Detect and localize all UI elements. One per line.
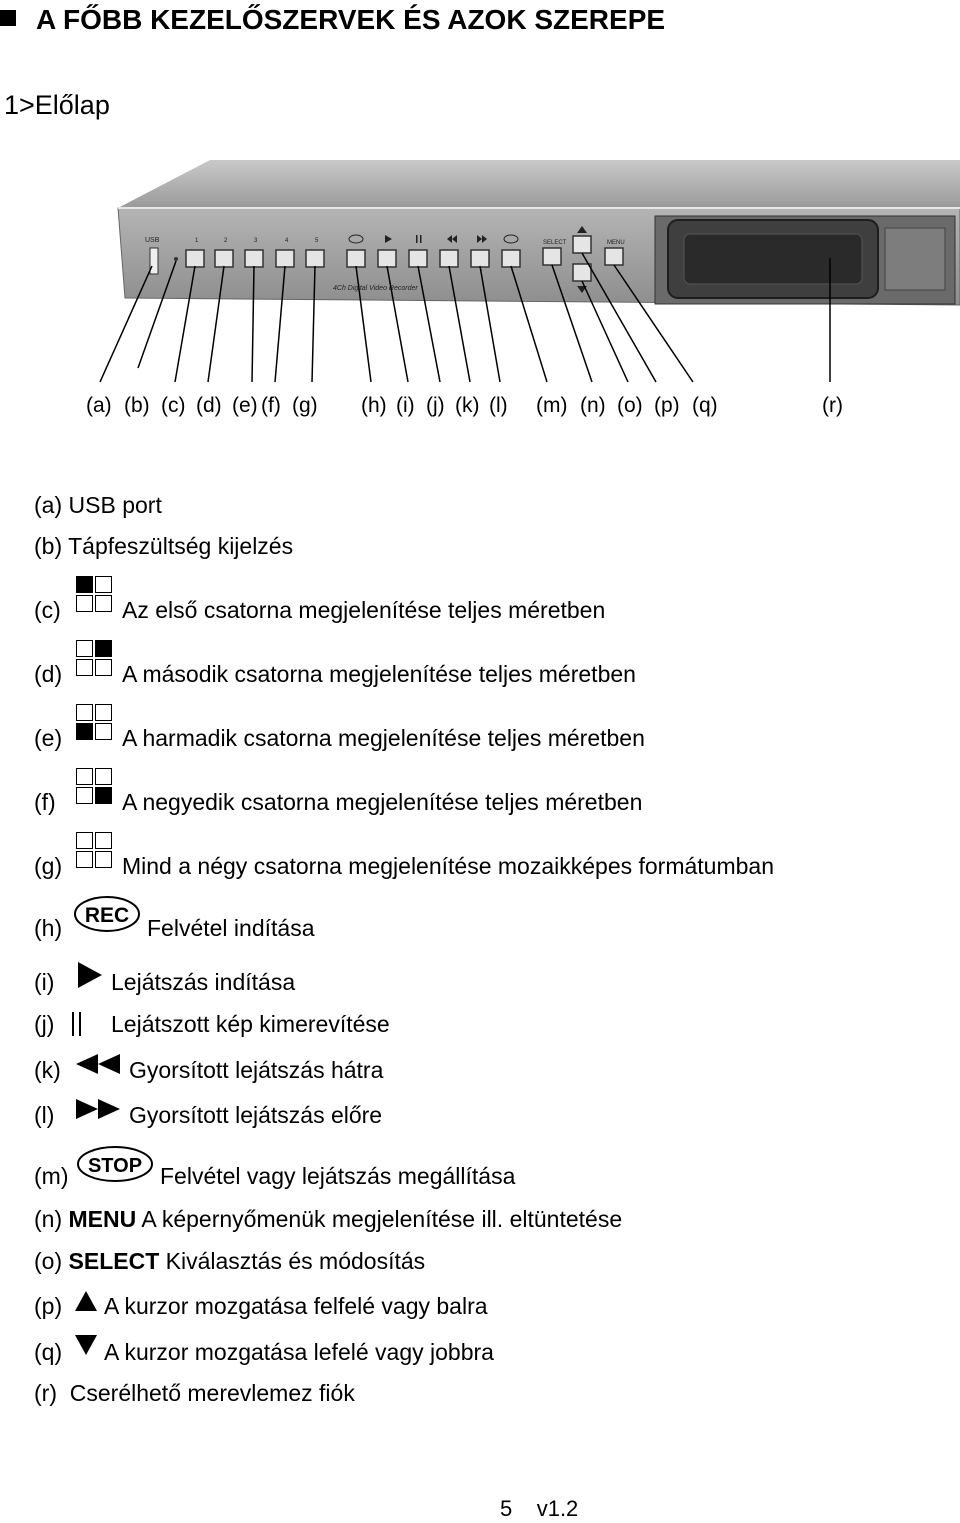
svg-text:STOP: STOP xyxy=(88,1155,142,1177)
play-button[interactable] xyxy=(377,249,397,268)
legend-text-l: Gyorsított lejátszás előre xyxy=(129,1102,383,1128)
usb-label: USB xyxy=(145,237,160,244)
callout-k: (k) xyxy=(455,394,480,417)
subsection-title: 1>Előlap xyxy=(4,90,110,120)
rec-button[interactable] xyxy=(346,249,366,268)
callout-l: (l) xyxy=(489,394,508,417)
legend-text-p: A kurzor mozgatása felfelé vagy balra xyxy=(104,1293,488,1319)
usb-port xyxy=(149,247,159,275)
callout-lines xyxy=(99,252,831,383)
callout-m: (m) xyxy=(536,394,568,417)
callout-c: (c) xyxy=(161,394,186,417)
stop-icon: STOP xyxy=(77,1146,153,1182)
legend-key-p: (p) xyxy=(34,1293,63,1319)
quad-1-icon xyxy=(76,576,113,613)
callout-o: (o) xyxy=(617,394,643,417)
callout-e: (e) xyxy=(232,394,258,417)
model-label: 4Ch Digital Video Recorder xyxy=(333,285,418,292)
callout-j: (j) xyxy=(426,394,445,417)
rewind-button[interactable] xyxy=(439,249,459,268)
legend-key-i: (i) xyxy=(34,969,55,995)
legend-key-m: (m) xyxy=(34,1163,69,1189)
callout-f: (f) xyxy=(261,394,281,417)
legend-item-n: (n) MENU A képernyőmenük megjelenítése i… xyxy=(34,1206,623,1232)
fast-forward-icon xyxy=(76,1099,120,1119)
legend-item-o: (o) SELECT Kiválasztás és módosítás xyxy=(34,1248,426,1274)
legend-text-m: Felvétel vagy lejátszás megállítása xyxy=(160,1163,516,1189)
svg-text:3: 3 xyxy=(254,238,258,244)
legend-item-a: (a) USB port xyxy=(34,492,162,518)
doc-version: v1.2 xyxy=(536,1496,579,1521)
callout-i: (i) xyxy=(396,394,415,417)
quad-4-icon xyxy=(76,768,113,805)
pause-icon xyxy=(72,1012,81,1036)
legend-item-b: (b) Tápfeszültség kijelzés xyxy=(34,533,294,559)
callout-d: (d) xyxy=(196,394,222,417)
quad-view-button[interactable] xyxy=(305,249,325,268)
legend-key-d: (d) xyxy=(34,661,63,687)
legend-text-e: A harmadik csatorna megjelenítése teljes… xyxy=(122,725,645,751)
legend-item-r: (r) Cserélhető merevlemez fiók xyxy=(34,1380,355,1406)
legend-key-j: (j) xyxy=(34,1011,55,1037)
chassis-top xyxy=(118,160,960,208)
menu-button[interactable] xyxy=(604,247,624,266)
legend-text-i: Lejátszás indítása xyxy=(111,969,296,995)
callout-n: (n) xyxy=(580,394,606,417)
down-button[interactable] xyxy=(572,263,592,282)
legend-text-c: Az első csatorna megjelenítése teljes mé… xyxy=(122,597,606,623)
rewind-icon xyxy=(76,1054,120,1074)
legend-text-h: Felvétel indítása xyxy=(147,915,315,941)
legend-key-h: (h) xyxy=(34,915,63,941)
section-heading: A FŐBB KEZELŐSZERVEK ÉS AZOK SZEREPE xyxy=(0,4,665,36)
quad-2-icon xyxy=(76,640,113,677)
callout-b: (b) xyxy=(124,394,150,417)
callout-r: (r) xyxy=(822,394,843,417)
legend-key-e: (e) xyxy=(34,725,63,751)
svg-text:4: 4 xyxy=(285,238,289,244)
rec-icon: REC xyxy=(74,896,140,932)
svg-text:1: 1 xyxy=(195,238,199,244)
callout-g: (g) xyxy=(292,394,318,417)
channel-3-button[interactable] xyxy=(244,249,264,268)
callout-h: (h) xyxy=(361,394,387,417)
channel-2-button[interactable] xyxy=(214,249,234,268)
svg-text:5: 5 xyxy=(315,238,319,244)
quad-all-icon xyxy=(76,832,113,869)
svg-text:2: 2 xyxy=(224,238,228,244)
callout-q: (q) xyxy=(692,394,718,417)
legend-text-d: A második csatorna megjelenítése teljes … xyxy=(122,661,636,687)
page-number: 5 xyxy=(500,1496,513,1521)
legend-text-f: A negyedik csatorna megjelenítése teljes… xyxy=(122,789,643,815)
svg-text:REC: REC xyxy=(85,904,129,927)
channel-4-button[interactable] xyxy=(275,249,295,268)
dvr-front-panel-illustration: USB 1 2 3 4 5 SELECT MENU 4Ch Digital Vi… xyxy=(99,160,960,383)
down-arrow-icon xyxy=(75,1335,97,1355)
legend-key-g: (g) xyxy=(34,853,63,879)
callout-p: (p) xyxy=(654,394,680,417)
page-footer: 5 v1.2 xyxy=(500,1496,578,1522)
legend-key-f: (f) xyxy=(34,789,56,815)
legend-text-j: Lejátszott kép kimerevítése xyxy=(111,1011,390,1037)
pause-button[interactable] xyxy=(408,249,428,268)
menu-label: MENU xyxy=(607,240,625,246)
legend-text-k: Gyorsított lejátszás hátra xyxy=(129,1057,384,1083)
fast-forward-button[interactable] xyxy=(470,249,490,268)
power-led xyxy=(174,257,178,261)
stop-button[interactable] xyxy=(501,249,521,268)
legend-key-c: (c) xyxy=(34,597,61,623)
play-icon xyxy=(78,962,102,988)
callout-a: (a) xyxy=(86,394,112,417)
legend-text-g: Mind a négy csatorna megjelenítése mozai… xyxy=(122,853,775,879)
legend-key-q: (q) xyxy=(34,1339,63,1365)
channel-1-button[interactable] xyxy=(185,249,205,268)
legend-text-q: A kurzor mozgatása lefelé vagy jobbra xyxy=(104,1339,494,1365)
quad-3-icon xyxy=(76,704,113,741)
select-label: SELECT xyxy=(543,240,567,246)
up-button[interactable] xyxy=(572,235,592,254)
up-arrow-icon xyxy=(75,1291,97,1311)
legend-key-k: (k) xyxy=(34,1057,61,1083)
select-button[interactable] xyxy=(542,247,562,266)
bullet-square-icon xyxy=(0,10,16,26)
legend-key-l: (l) xyxy=(34,1102,55,1128)
